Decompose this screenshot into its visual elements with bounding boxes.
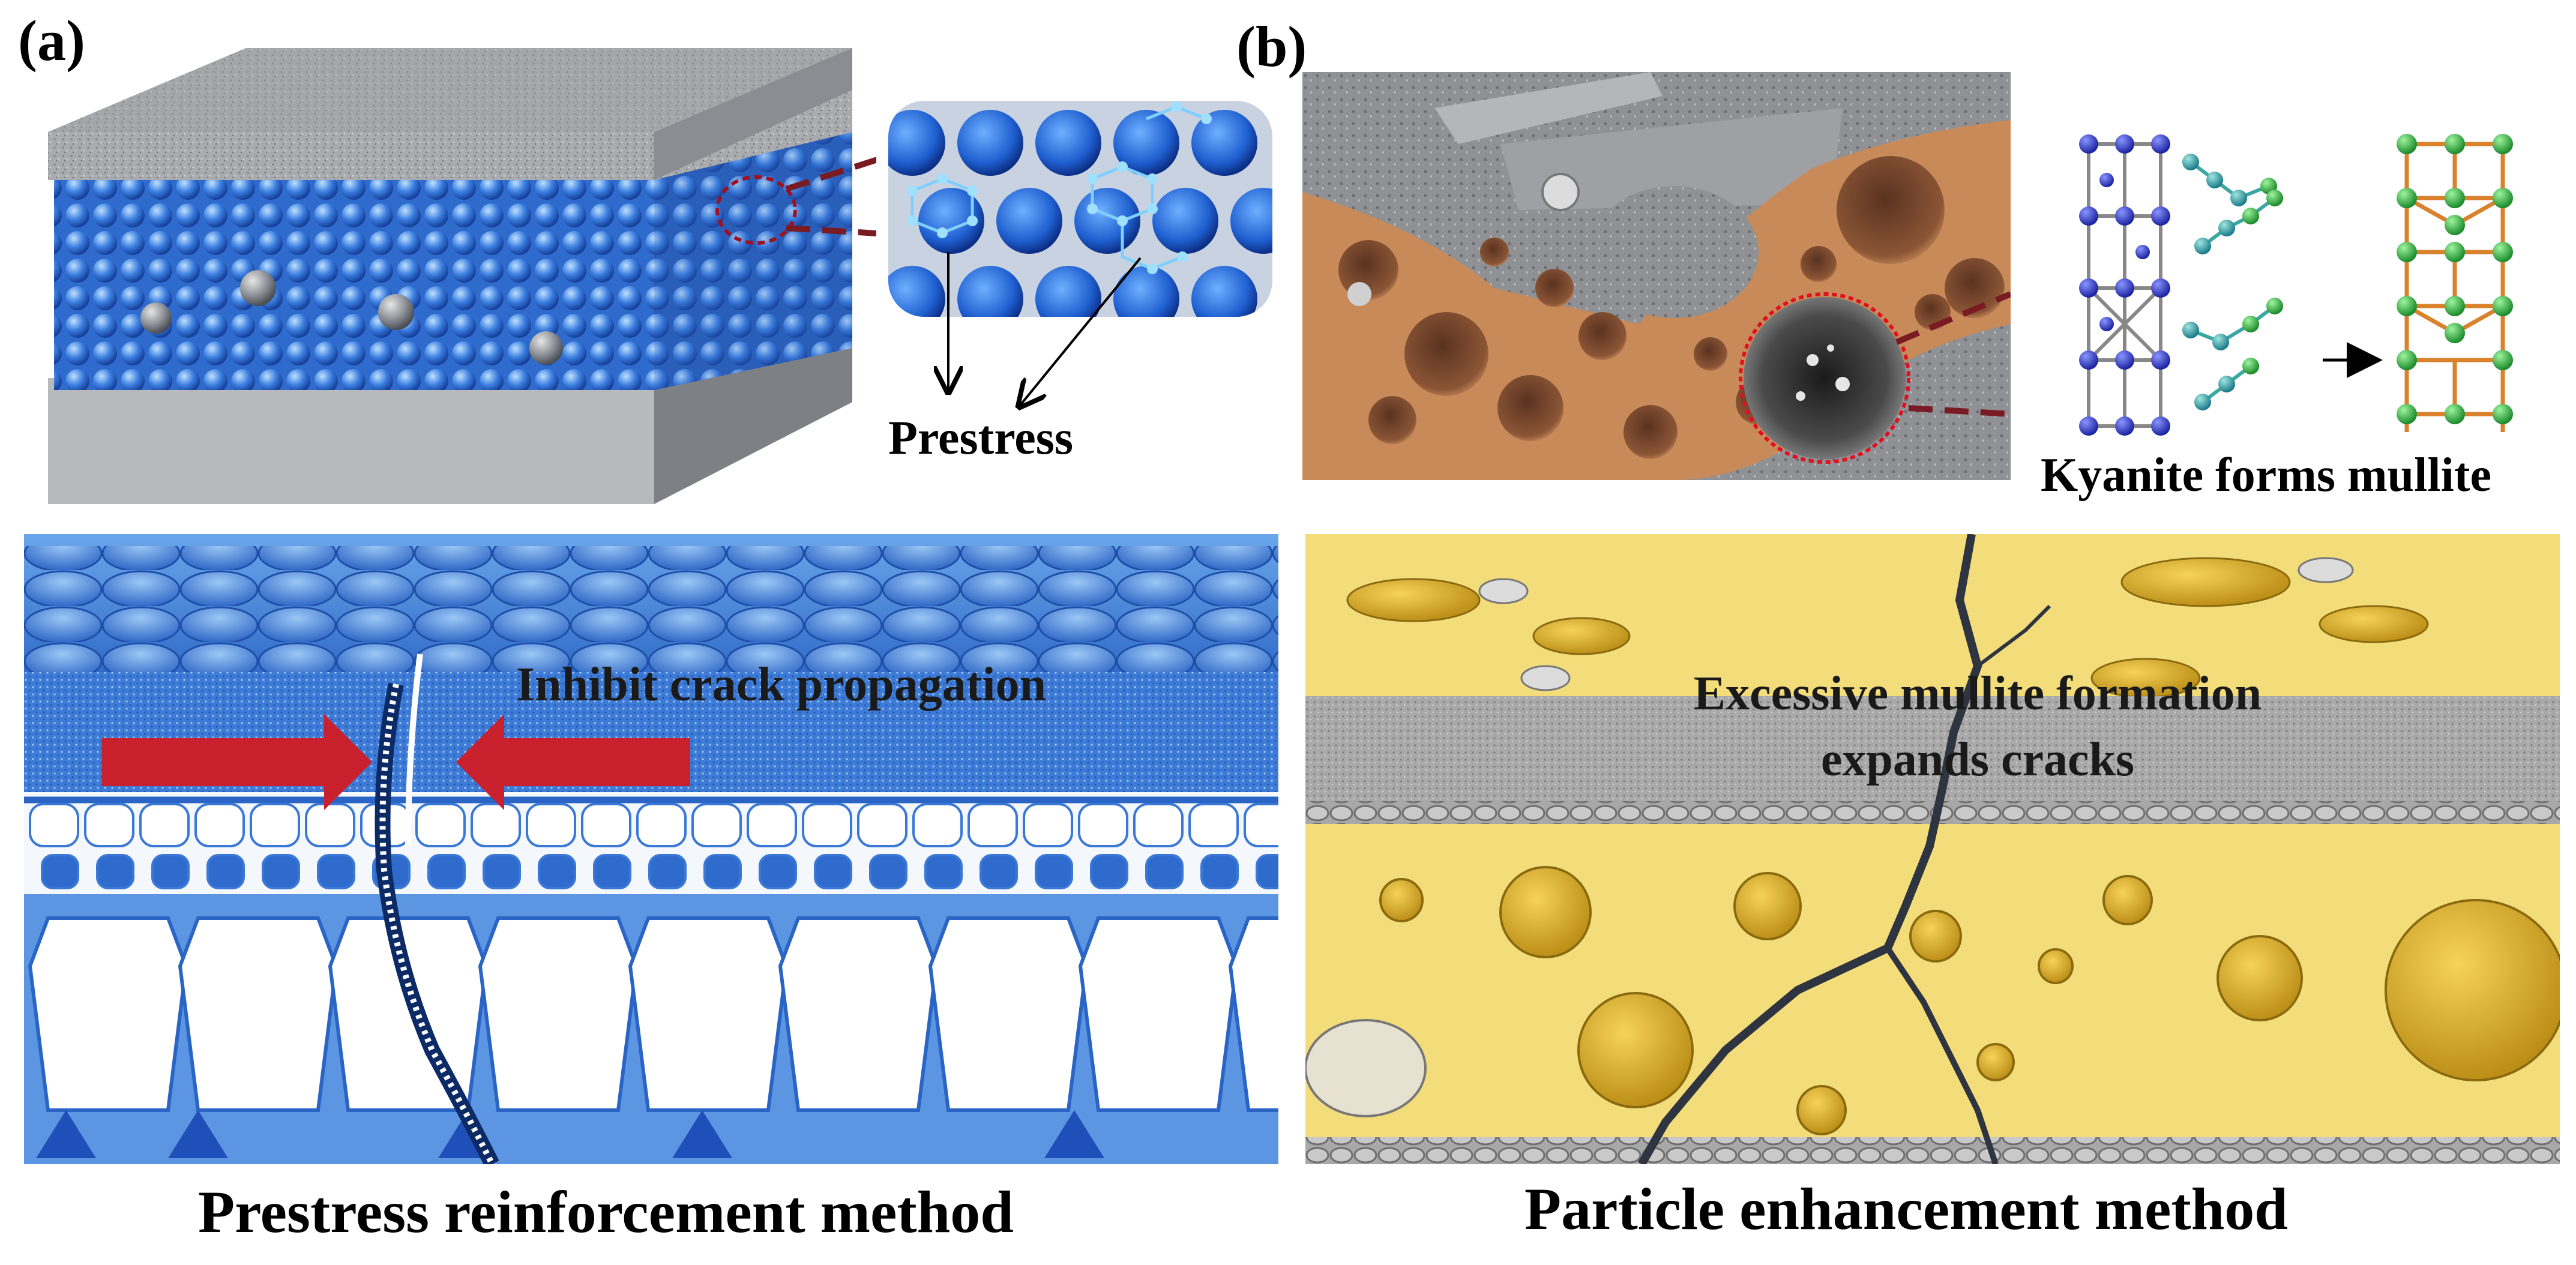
panel-b-label: (b) [1236, 18, 1307, 76]
excessive-mullite-text-line2: expands cracks [1621, 732, 2335, 787]
panel-a-caption: Prestress reinforcement method [198, 1182, 1014, 1242]
layered-block-illustration [36, 36, 876, 540]
excessive-mullite-text-line1: Excessive mullite formation [1621, 666, 2335, 721]
prestress-arrows [888, 228, 1272, 420]
kyanite-mullite-label: Kyanite forms mullite [2041, 451, 2491, 499]
crack-inhibition-illustration [24, 534, 1278, 1164]
panel-b-caption: Particle enhancement method [1524, 1179, 2288, 1239]
prestress-label: Prestress [888, 414, 1073, 462]
crack-expansion-illustration [1305, 534, 2560, 1164]
inhibit-crack-text: Inhibit crack propagation [516, 657, 1046, 712]
kyanite-mullite-structures [2071, 126, 2527, 438]
porous-concrete-illustration [1302, 72, 2011, 480]
